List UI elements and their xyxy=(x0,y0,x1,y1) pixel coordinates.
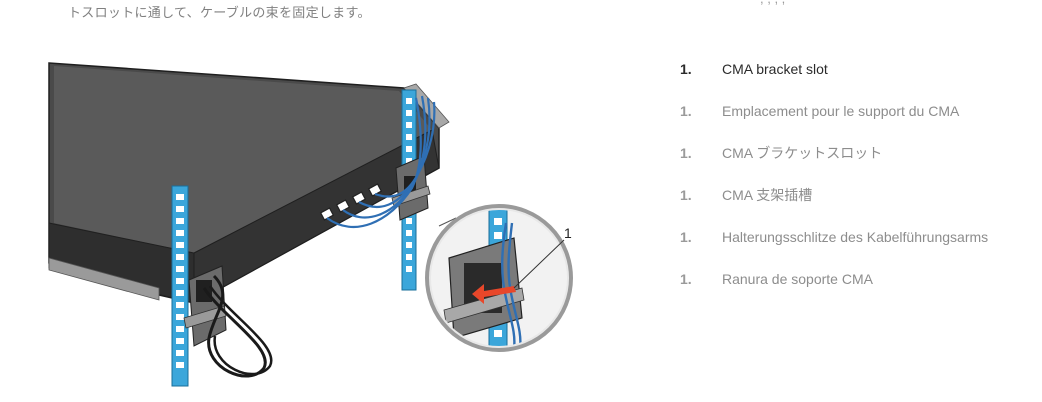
zoom-detail-callout xyxy=(425,204,573,352)
legend-item-text: CMA ブラケットスロット xyxy=(722,144,883,161)
legend-item-es: 1. Ranura de soporte CMA xyxy=(680,264,1030,293)
cable-bundle-blue xyxy=(326,95,436,228)
legend-item-text: Emplacement pour le support du CMA xyxy=(722,102,960,119)
insert-arrow-icon xyxy=(472,284,516,304)
legend-item-number: 1. xyxy=(680,144,692,161)
legend-item-number: 1. xyxy=(680,102,692,119)
cma-bracket-left xyxy=(183,265,227,347)
legend-item-fr: 1. Emplacement pour le support du CMA xyxy=(680,96,1030,125)
legend-item-ja: 1. CMA ブラケットスロット xyxy=(680,138,1030,167)
server-chassis xyxy=(48,62,450,304)
rack-rail-left xyxy=(171,185,189,387)
legend-item-number: 1. xyxy=(680,186,692,203)
legend-item-zh: 1. CMA 支架插槽 xyxy=(680,180,1030,209)
cropped-text-fragment: , , , , xyxy=(760,0,785,6)
legend-item-text: Halterungsschlitze des Kabelführungsarms xyxy=(722,228,989,245)
legend-item-number: 1. xyxy=(680,60,692,77)
callout-number-1: 1 xyxy=(564,225,572,241)
legend-list: 1. CMA bracket slot 1. Emplacement pour … xyxy=(680,54,1030,306)
legend-item-text: CMA 支架插槽 xyxy=(722,186,813,203)
legend-item-number: 1. xyxy=(680,228,692,245)
legend-item-text: CMA bracket slot xyxy=(722,60,828,77)
cable-bundle-black xyxy=(202,274,267,378)
legend-item-en: 1. CMA bracket slot xyxy=(680,54,1030,83)
instruction-text-ja: トスロットに通して、ケーブルの束を固定します。 xyxy=(68,6,371,21)
legend-item-de: 1. Halterungsschlitze des Kabelführungsa… xyxy=(680,222,1030,251)
legend-item-text: Ranura de soporte CMA xyxy=(722,270,873,287)
legend-item-number: 1. xyxy=(680,270,692,287)
cma-installation-illustration: 1 xyxy=(48,62,573,387)
